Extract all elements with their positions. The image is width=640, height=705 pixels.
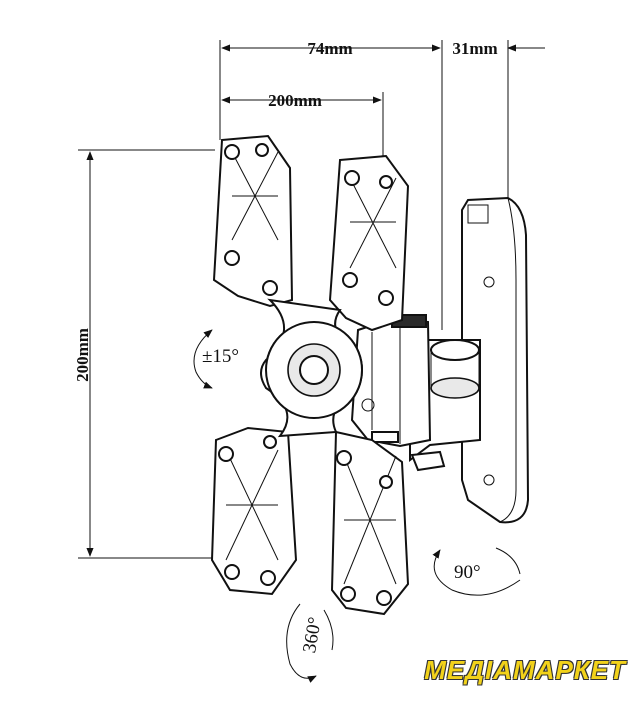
vesa-plate bbox=[210, 134, 410, 616]
dim-vesa-horizontal-label: 200mm bbox=[268, 91, 322, 110]
brand-logo: МЕДІАМАРКЕТ bbox=[424, 655, 626, 685]
tilt-bracket bbox=[350, 314, 432, 448]
plate-arm-bottom-right bbox=[330, 430, 410, 616]
plate-arm-bottom-left bbox=[210, 426, 298, 596]
dim-top-width-label: 74mm bbox=[307, 39, 352, 58]
tilt-label: ±15° bbox=[202, 346, 239, 367]
rotate-label: 360° bbox=[299, 615, 326, 654]
plate-arm-top-right bbox=[328, 154, 410, 332]
tilt-rotation-arrow bbox=[193, 329, 213, 389]
extension-lines bbox=[78, 40, 509, 559]
plate-arm-top-left bbox=[212, 134, 294, 308]
rotate-rotation-arrow bbox=[286, 603, 334, 683]
swivel-rotation-arrow bbox=[432, 547, 521, 596]
dim-arm-depth-label: 31mm bbox=[452, 39, 497, 58]
swivel-label: 90° bbox=[454, 562, 481, 583]
wall-plate bbox=[461, 196, 530, 524]
dim-vesa-vertical-label: 200mm bbox=[73, 328, 92, 382]
dimension-lines bbox=[86, 44, 545, 557]
